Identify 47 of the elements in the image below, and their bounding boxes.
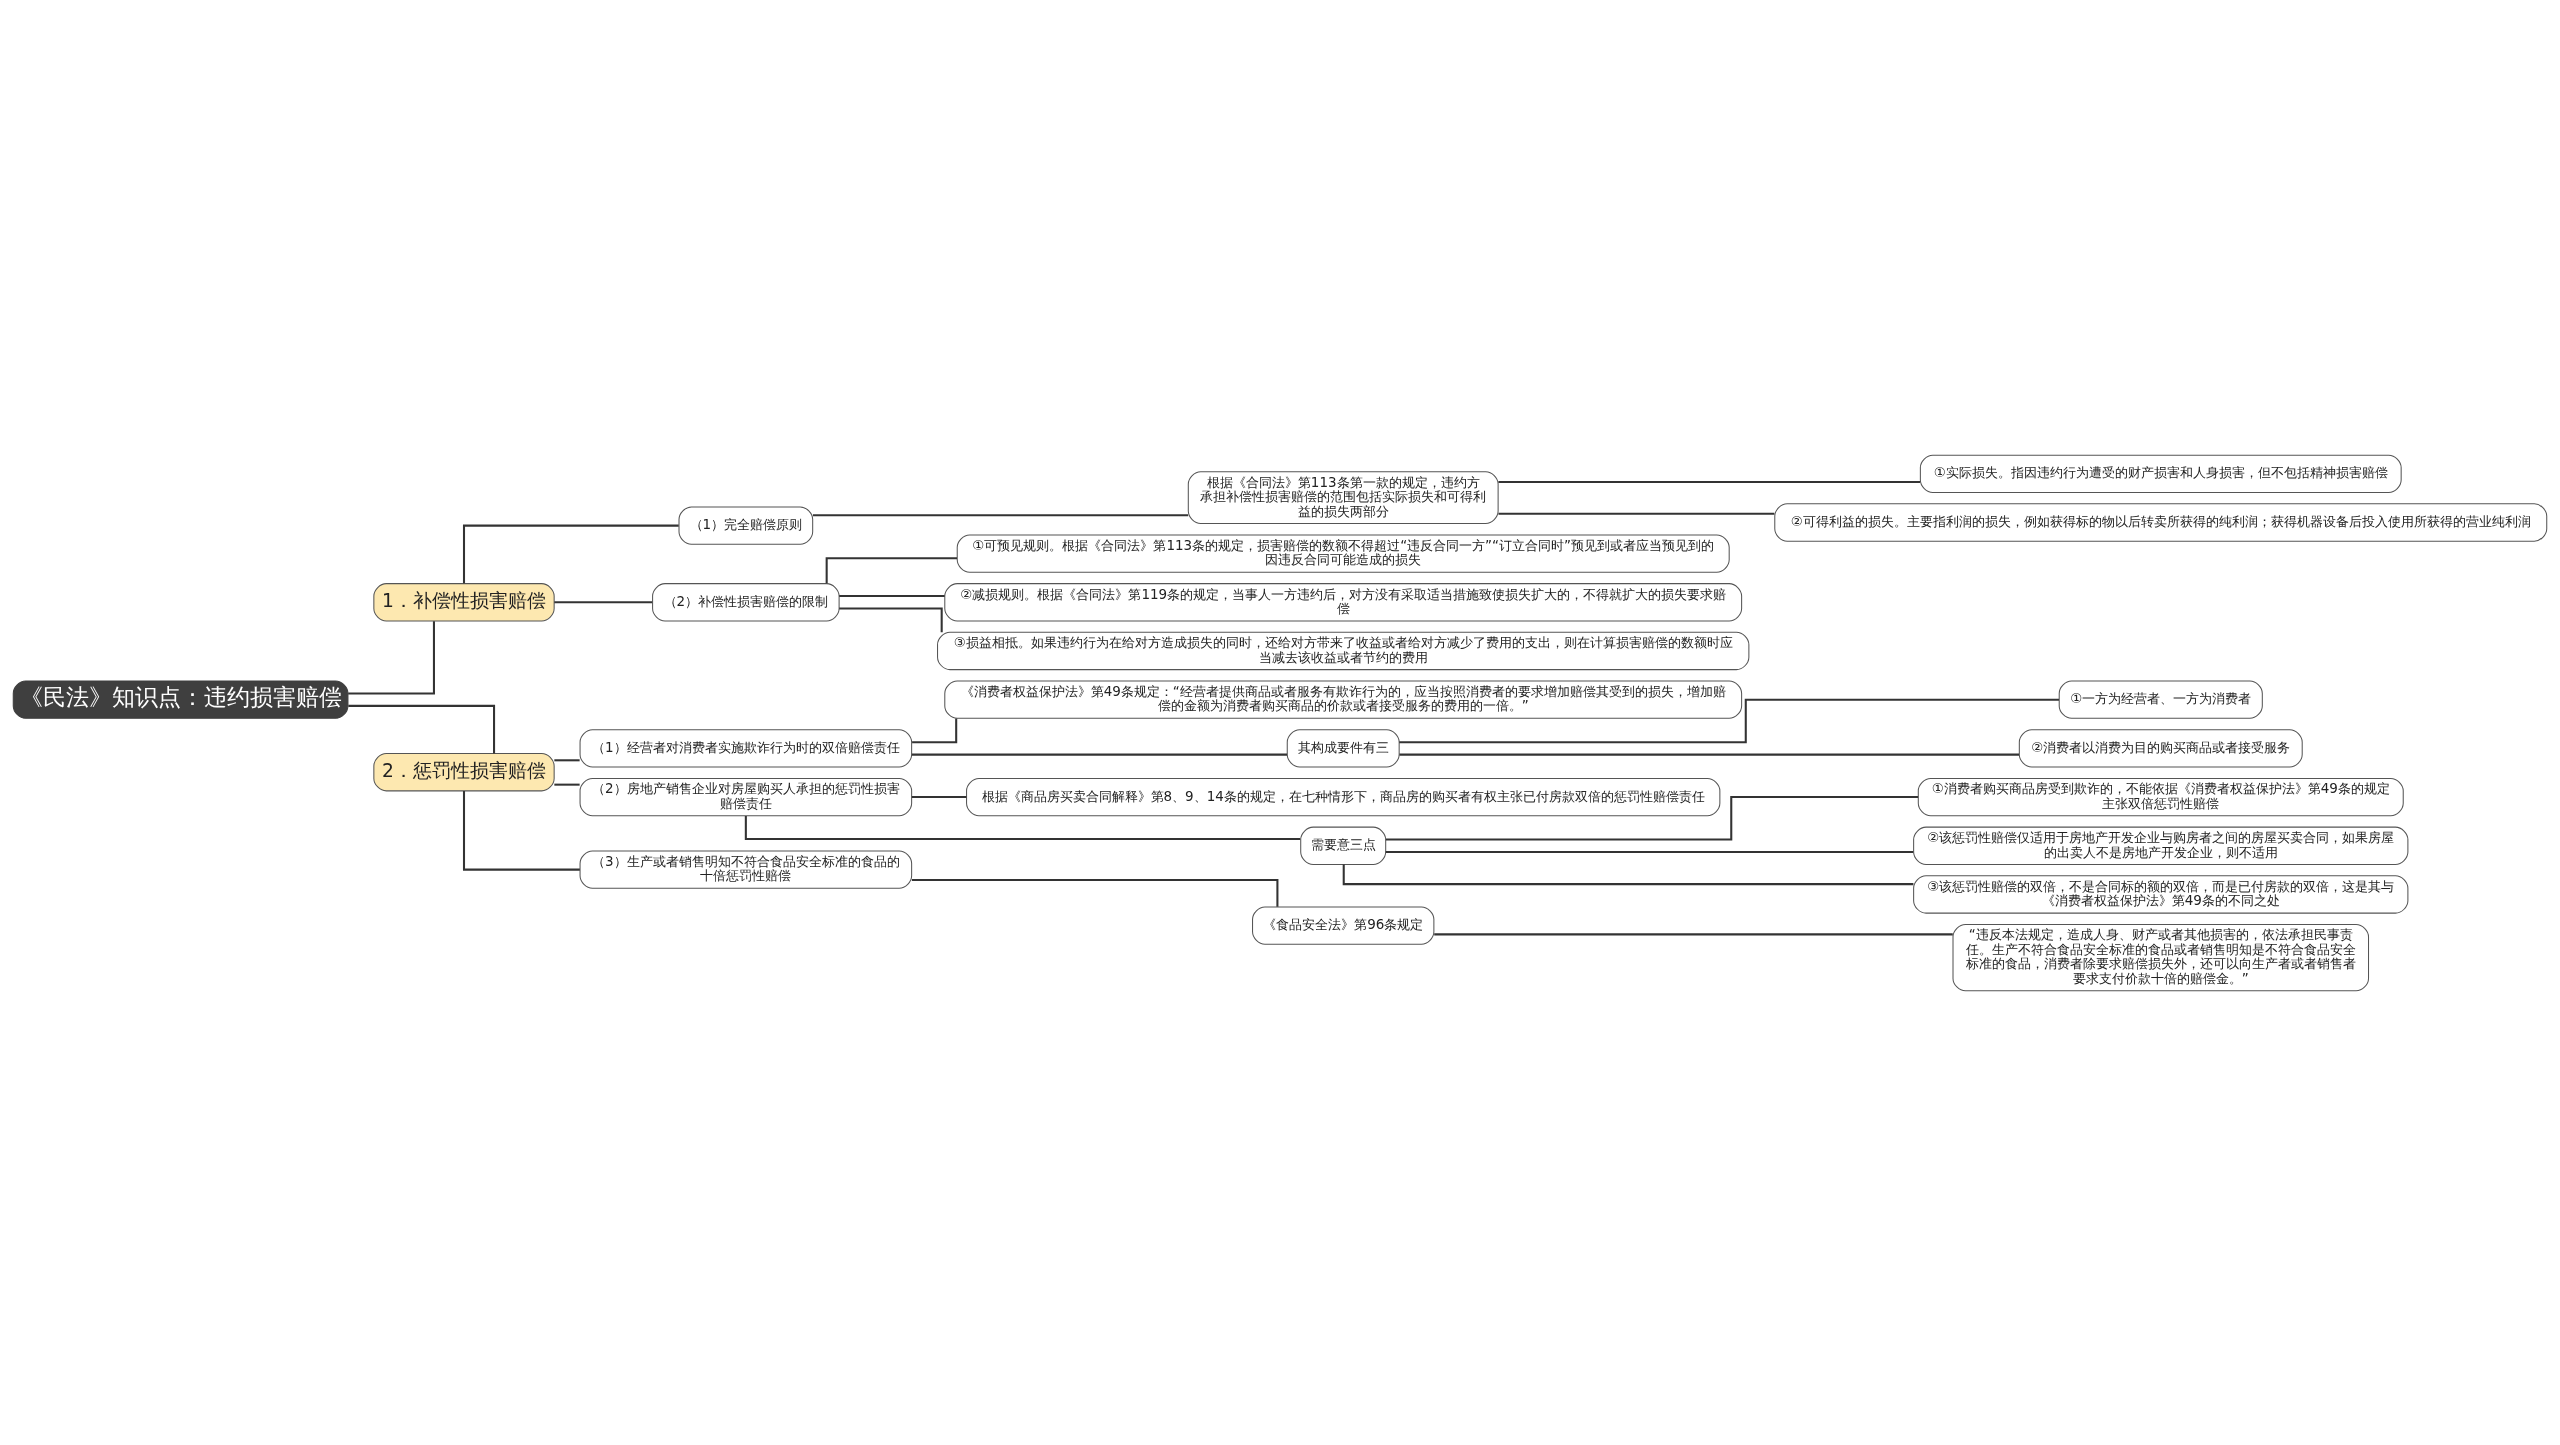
connector <box>348 704 496 753</box>
connector <box>911 753 1288 756</box>
node-box: ②该惩罚性赔偿仅适用于房地产开发企业与购房者之间的房屋买卖合同，如果房屋的出卖人不是房地产开发企业，则不适用 <box>1913 826 2409 865</box>
connector <box>1498 480 1921 483</box>
node-box: 《民法》知识点：违约损害赔偿 <box>12 680 349 719</box>
node-box: （1）经营者对消费者实施欺诈行为时的双倍赔偿责任 <box>579 728 913 768</box>
connector <box>825 556 957 583</box>
connector <box>1399 753 2020 756</box>
connector <box>554 783 580 786</box>
node-box: ②消费者以消费为目的购买商品或者接受服务 <box>2018 728 2303 768</box>
connector <box>1342 864 1914 885</box>
node-box: ①可预见规则。根据《合同法》第113条的规定，损害赔偿的数额不得超过“违反合同一方”“订立合同时”预见到或者应当预见到的因违反合同可能造成的损失 <box>956 533 1730 573</box>
connector <box>462 790 580 871</box>
node-box: 根据《商品房买卖合同解释》第8、9、14条的规定，在七种情形下，商品房的购买者有权主张已付房款双倍的惩罚性赔偿责任 <box>966 777 1721 816</box>
connector <box>839 606 943 632</box>
node-box: 需要意三点 <box>1300 826 1387 865</box>
connector <box>839 594 945 597</box>
connector <box>1434 932 1953 935</box>
node-box: 1．补偿性损害赔偿 <box>373 582 555 621</box>
node-box: 2．惩罚性损害赔偿 <box>373 752 555 791</box>
connector <box>1385 795 1919 841</box>
connector <box>348 620 435 694</box>
node-box: （2）房地产销售企业对房屋购买人承担的惩罚性损害赔偿责任 <box>579 777 913 816</box>
connector <box>1498 512 1775 515</box>
connector <box>554 758 580 761</box>
node-box: 其构成要件有三 <box>1286 728 1400 768</box>
node-box: ①实际损失。指因违约行为遭受的财产损害和人身损害，但不包括精神损害赔偿 <box>1919 454 2402 493</box>
connector <box>554 600 653 603</box>
connector <box>912 717 958 743</box>
node-box: 《消费者权益保护法》第49条规定：“经营者提供商品或者服务有欺诈行为的，应当按照消费者的要求增加赔偿其受到的损失，增加赔偿的金额为消费者购买商品的价款或者接受服务的费用的一倍。” <box>944 680 1743 719</box>
connector <box>1399 698 2059 743</box>
node-box: （3）生产或者销售明知不符合食品安全标准的食品的十倍惩罚性赔偿 <box>579 849 913 889</box>
connector <box>812 513 1189 516</box>
node-box: ①消费者购买商品房受到欺诈的，不能依据《消费者权益保护法》第49条的规定主张双倍惩罚性赔偿 <box>1917 777 2404 816</box>
node-box: ③该惩罚性赔偿的双倍，不是合同标的额的双倍，而是已付房款的双倍，这是其与《消费者权益保护法》第49条的不同之处 <box>1913 874 2409 914</box>
node-box: ①一方为经营者、一方为消费者 <box>2058 680 2263 719</box>
connector <box>911 795 967 798</box>
node-box: ②减损规则。根据《合同法》第119条的规定，当事人一方违约后，对方没有采取适当措施致使损失扩大的，不得就扩大的损失要求赔偿 <box>944 582 1743 621</box>
connector <box>462 524 679 583</box>
connector <box>1385 850 1914 853</box>
node-box: （1）完全赔偿原则 <box>678 505 814 545</box>
node-box: ③损益相抵。如果违约行为在给对方造成损失的同时，还给对方带来了收益或者给对方减少了费用的支出，则在计算损害赔偿的数额时应当减去该收益或者节约的费用 <box>937 631 1750 670</box>
node-box: 根据《合同法》第113条第一款的规定，违约方承担补偿性损害赔偿的范围包括实际损失和可得利益的损失两部分 <box>1187 470 1499 524</box>
node-box: “违反本法规定，造成人身、财产或者其他损害的，依法承担民事责任。生产不符合食品安全标准的食品或者销售明知是不符合食品安全标准的食品，消费者除要求赔偿损失外，还可以向生产者或者销售者要求支付价款十倍的赔偿金。” <box>1952 923 2370 991</box>
node-box: 《食品安全法》第96条规定 <box>1252 905 1435 945</box>
node-box: ②可得利益的损失。主要指利润的损失，例如获得标的物以后转卖所获得的纯利润；获得机器设备后投入使用所获得的营业纯利润 <box>1774 502 2548 542</box>
node-box: （2）补偿性损害赔偿的限制 <box>652 582 840 621</box>
